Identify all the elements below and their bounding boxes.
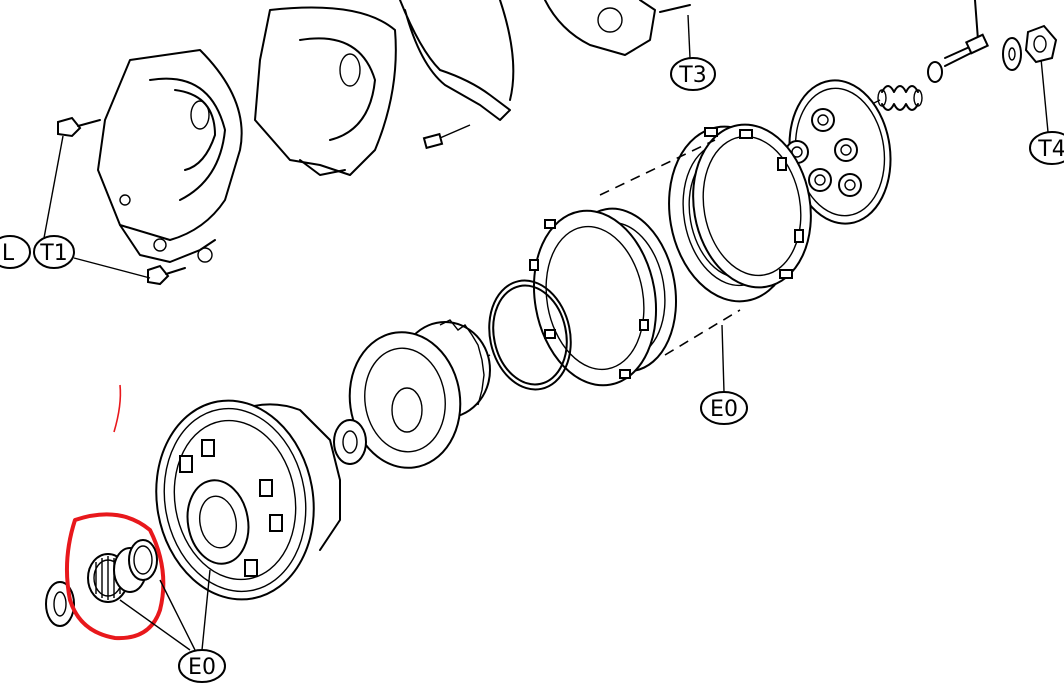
- washer-right: [1002, 37, 1022, 71]
- bolt-upper: [57, 116, 101, 138]
- svg-text:E0: E0: [188, 655, 216, 680]
- gasket-outline: [399, 0, 515, 121]
- red-pen-mark: [113, 384, 122, 433]
- cover-gasket: [254, 6, 397, 176]
- callout-t3: T3: [670, 14, 716, 91]
- callout-t1: T1: [33, 235, 75, 269]
- clutch-spring: [877, 85, 923, 111]
- clutch-plate-tabbed: [692, 123, 812, 289]
- callout-t4: T4: [1029, 47, 1064, 165]
- clutch-bolt: [944, 0, 990, 67]
- wire-ring: [488, 279, 572, 391]
- highlight-circle: [64, 512, 166, 641]
- svg-text:L: L: [2, 241, 15, 266]
- clutch-hub: [348, 319, 491, 469]
- pressure-plate: [785, 79, 892, 225]
- svg-text:T1: T1: [39, 241, 67, 266]
- oil-pump: [544, 0, 691, 56]
- svg-text:E0: E0: [710, 397, 738, 422]
- clutch-housing: [155, 399, 341, 601]
- callout-e0-top: E0: [700, 324, 748, 425]
- spring-washer: [927, 61, 943, 83]
- callout-left-partial: L: [0, 235, 31, 269]
- dowel-pin: [422, 124, 471, 150]
- clutch-plate-front: [529, 209, 658, 387]
- thrust-washer-mid: [333, 419, 367, 465]
- svg-text:T4: T4: [1037, 137, 1064, 162]
- svg-text:T3: T3: [678, 63, 706, 88]
- callout-e0-bottom: E0: [119, 569, 226, 683]
- nut-right: [1024, 24, 1058, 64]
- bolt-lower: [147, 264, 186, 286]
- crankcase-cover: [97, 49, 243, 263]
- bearing-sleeve: [128, 539, 158, 581]
